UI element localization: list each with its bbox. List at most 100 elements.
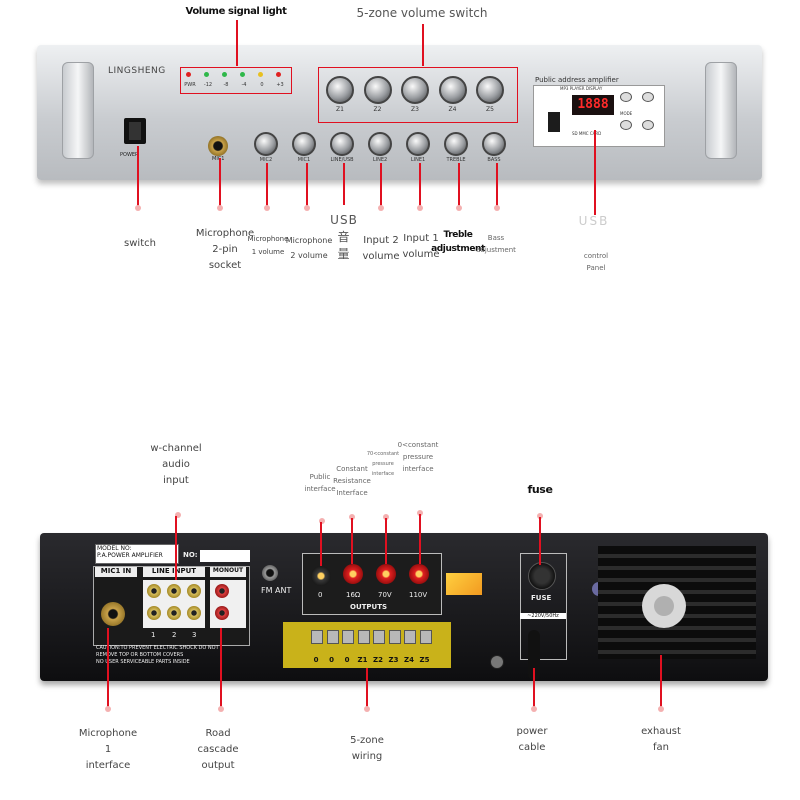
callout-constant-resistance: Constant Resistance Interface bbox=[333, 465, 371, 497]
model-plate bbox=[95, 544, 179, 564]
led-label: -4 bbox=[241, 82, 247, 88]
led-2 bbox=[204, 72, 209, 77]
leader-treble bbox=[458, 163, 460, 208]
leader-switch bbox=[137, 146, 139, 208]
leader-dot-mic2-vol bbox=[304, 205, 310, 211]
zone-knob-label: Z4 bbox=[448, 106, 457, 113]
callout-channel-audio-input: w-channel audio input bbox=[150, 443, 202, 486]
knob-label: LINE1 bbox=[410, 157, 426, 163]
power-switch-label: POWER bbox=[120, 152, 139, 158]
knob-mic1[interactable] bbox=[292, 132, 316, 156]
led-label: PWR bbox=[184, 82, 196, 88]
zone-knob-5[interactable] bbox=[476, 76, 504, 104]
knob-label: MIC2 bbox=[259, 157, 273, 163]
line1-rca-bottom bbox=[147, 606, 161, 620]
leader-mic-socket bbox=[219, 158, 221, 208]
terminal-screw-4 bbox=[357, 630, 370, 644]
output-value-110v: 110V bbox=[409, 591, 428, 599]
terminal-label: 0 bbox=[344, 656, 350, 664]
power-section bbox=[520, 553, 567, 660]
output-post-16ohm bbox=[343, 564, 363, 584]
model-name: P.A.POWER AMPLIFIER bbox=[97, 552, 163, 559]
zone-knob-label: Z5 bbox=[486, 106, 494, 113]
leader-fuse bbox=[539, 517, 541, 565]
mp3-buttons bbox=[620, 92, 656, 134]
terminal-screw-8 bbox=[419, 630, 432, 644]
power-switch bbox=[124, 118, 146, 144]
leader-dot-zone-wiring bbox=[364, 706, 370, 712]
leader-cascade-output bbox=[220, 628, 222, 710]
monout-rca-bottom bbox=[215, 606, 229, 620]
led-4 bbox=[240, 72, 245, 77]
mic1-jack-label: MIC1 bbox=[212, 156, 224, 162]
output-value-70v: 70V bbox=[378, 591, 392, 599]
fuse-label: FUSE bbox=[531, 594, 552, 602]
terminal-screw-2 bbox=[326, 630, 339, 644]
leader-70v bbox=[385, 518, 387, 564]
callout-public-interface: Public interface bbox=[304, 473, 336, 493]
exhaust-fan-vent bbox=[598, 546, 756, 659]
usb-port bbox=[548, 112, 560, 132]
leader-dot-70v bbox=[383, 514, 389, 520]
led-label: +3 bbox=[276, 82, 284, 88]
led-label: -8 bbox=[223, 82, 229, 88]
zone-knob-2[interactable] bbox=[363, 76, 392, 104]
zone-knob-highlight-box bbox=[318, 67, 518, 123]
leader-dot-treble bbox=[456, 205, 462, 211]
line1-rca-top bbox=[147, 584, 161, 598]
led-6 bbox=[276, 72, 281, 77]
leader-exhaust-fan bbox=[660, 655, 662, 710]
zone-knob-3[interactable] bbox=[401, 76, 429, 104]
knob-treble[interactable] bbox=[444, 132, 468, 156]
led-label: -12 bbox=[203, 82, 213, 88]
outputs-label: OUTPUTS bbox=[350, 603, 388, 611]
terminal-label: 0 bbox=[329, 656, 334, 664]
callout-microphone-2-volume: Microphone 2 volume bbox=[285, 236, 333, 260]
serial-no-label: NO: bbox=[183, 551, 198, 559]
output-post-0 bbox=[311, 566, 331, 586]
monout-label: MONOUT bbox=[210, 567, 246, 577]
caution-text: CAUTION:TO PREVENT ELECTRIC SHOCK DO NOT… bbox=[96, 645, 219, 665]
line2-rca-bottom bbox=[167, 606, 181, 620]
knob-label: BASS bbox=[487, 157, 501, 163]
leader-mic1-interface bbox=[107, 628, 109, 710]
callout-control-panel: control Panel bbox=[583, 252, 609, 272]
callout-input-2-volume: Input 2 volume bbox=[362, 235, 400, 262]
knob-line2[interactable] bbox=[368, 132, 392, 156]
brand-logo: LINGSHENG bbox=[108, 66, 166, 76]
zone-knob-4[interactable] bbox=[438, 76, 467, 104]
leader-input2-vol bbox=[380, 163, 382, 208]
knob-bass[interactable] bbox=[482, 132, 506, 156]
line-number-2: 2 bbox=[172, 631, 177, 639]
knob-label: TREBLE bbox=[446, 157, 466, 163]
terminal-block bbox=[283, 622, 451, 668]
callout-constant-pressure-70: 70<constant pressure interface bbox=[366, 451, 400, 477]
output-post-110v bbox=[409, 564, 429, 584]
model-no-label: MODEL NO: bbox=[97, 545, 132, 552]
leader-dot-switch bbox=[135, 205, 141, 211]
knob-label: MIC1 bbox=[297, 157, 311, 163]
callout-input-1-volume: Input 1 volume bbox=[402, 233, 440, 260]
knob-line1[interactable] bbox=[406, 132, 430, 156]
callout-power-cable: power cable bbox=[516, 726, 548, 753]
callout-treble-adjustment: Treble adjustment bbox=[431, 230, 485, 254]
leader-dot-public bbox=[319, 518, 325, 524]
power-cable bbox=[528, 630, 540, 680]
led-5 bbox=[258, 72, 263, 77]
front-left-handle bbox=[62, 62, 94, 159]
monout-rca-top bbox=[215, 584, 229, 598]
leader-zone-wiring bbox=[366, 668, 368, 710]
terminal-label: Z1 bbox=[357, 656, 368, 664]
leader-dot-power-cable bbox=[531, 706, 537, 712]
knob-label: LINE/USB bbox=[330, 157, 354, 163]
knob-mic2[interactable] bbox=[254, 132, 278, 156]
mode-label: MODE bbox=[620, 111, 633, 116]
leader-dot-exhaust-fan bbox=[658, 706, 664, 712]
ground-screw bbox=[490, 655, 504, 669]
zone-knob-1[interactable] bbox=[326, 76, 354, 104]
output-post-70v bbox=[376, 564, 396, 584]
callout-exhaust-fan: exhaust fan bbox=[641, 726, 681, 753]
leader-bass bbox=[496, 163, 498, 208]
leader-110v bbox=[419, 514, 421, 564]
knob-line-usb[interactable] bbox=[330, 132, 354, 156]
